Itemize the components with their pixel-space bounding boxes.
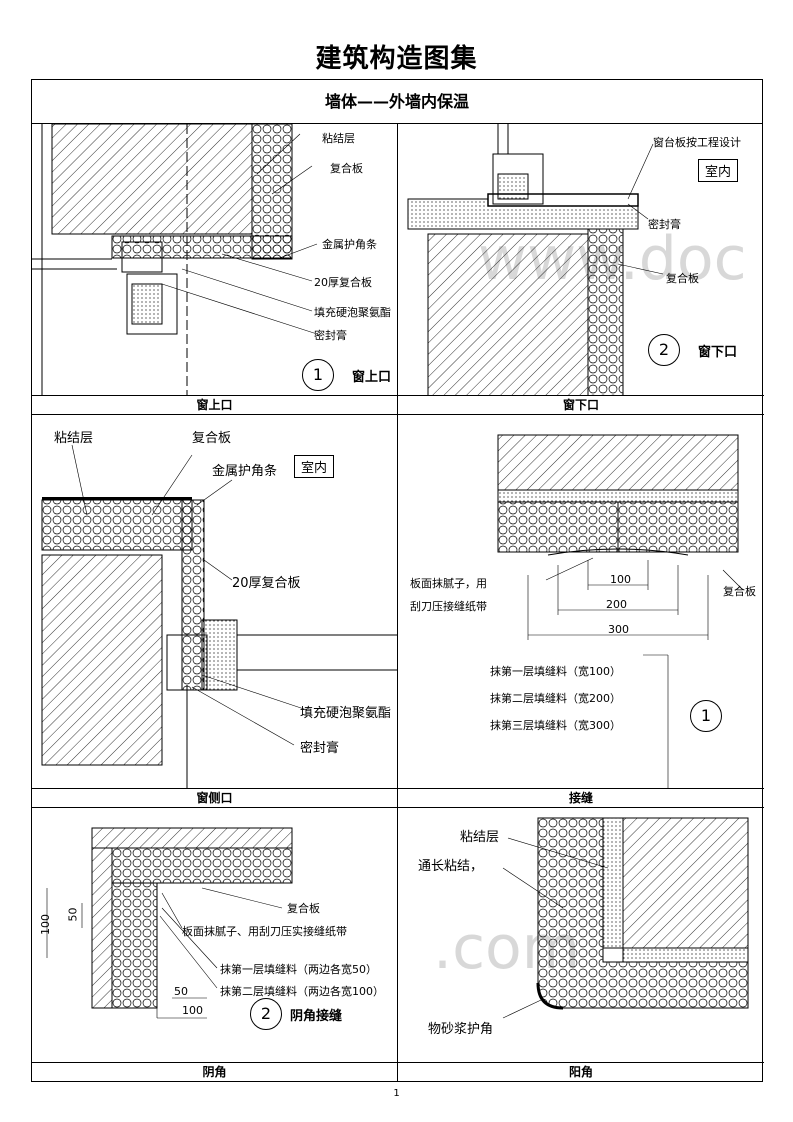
label-composite-board: 复合板 xyxy=(666,272,699,285)
label-putty-tape: 板面抹腻子、用刮刀压实接缝纸带 xyxy=(182,925,347,938)
dim-300: 300 xyxy=(608,623,629,636)
label-composite-board: 复合板 xyxy=(330,162,363,175)
label-bond-layer: 粘结层 xyxy=(54,431,94,446)
dim-50-vertical: 50 xyxy=(66,907,80,922)
label-metal-corner-strip: 金属护角条 xyxy=(322,238,377,251)
label-interior: 室内 xyxy=(294,455,335,478)
detail-number-circle: 1 xyxy=(690,700,722,732)
label-sill-board: 窗台板按工程设计 xyxy=(653,136,741,149)
detail-title: 窗下口 xyxy=(698,345,738,360)
label-sealant: 密封膏 xyxy=(314,329,347,342)
drawing-sheet: 墙体——外墙内保温 xyxy=(31,79,764,1082)
caption-outside-corner: 阳角 xyxy=(568,1065,593,1079)
window-head-drawing xyxy=(32,124,318,395)
dim-50-horizontal: 50 xyxy=(174,985,188,998)
dim-100-vertical: 100 xyxy=(39,914,52,935)
dim-100-horizontal: 100 xyxy=(182,1004,203,1017)
label-full-length-bond: 通长粘结， xyxy=(418,859,484,874)
page-title: 建筑构造图集 xyxy=(315,44,478,74)
label-metal-corner-strip: 金属护角条 xyxy=(212,464,278,479)
label-20mm-board: 20厚复合板 xyxy=(232,576,301,591)
detail-title: 阴角接缝 xyxy=(290,1009,343,1024)
inside-corner-drawing xyxy=(46,827,293,1019)
joint-drawing xyxy=(497,434,744,788)
panel-window-sill: www.doc 窗台板按工程设计 室内 密封膏 复合板 2 窗下口 xyxy=(398,124,764,396)
window-sill-drawing xyxy=(407,124,664,395)
label-20mm-board: 20厚复合板 xyxy=(314,276,372,289)
caption-window-sill: 窗下口 xyxy=(398,396,764,415)
dim-200: 200 xyxy=(606,598,627,611)
label-composite-board: 复合板 xyxy=(192,431,232,446)
caption-window-head: 窗上口 xyxy=(32,396,398,415)
label-composite-board: 复合板 xyxy=(723,585,756,598)
panel-joint: 板面抹腻子，用 刮刀压接缝纸带 复合板 100 200 300 抹第一层填缝料（… xyxy=(398,415,764,789)
caption-joint: 接缝 xyxy=(398,789,764,808)
page-number: 1 xyxy=(393,1088,400,1099)
label-sealant: 密封膏 xyxy=(300,741,340,756)
caption-inside-corner: 阴角 xyxy=(32,1063,398,1082)
window-jamb-drawing xyxy=(41,444,397,788)
detail-number-circle: 1 xyxy=(302,359,334,391)
label-second-layer: 抹第二层填缝料（两边各宽100） xyxy=(220,985,384,998)
label-pu-foam-fill: 填充硬泡聚氨酯 xyxy=(300,706,392,721)
label-sealant: 密封膏 xyxy=(648,218,681,231)
label-bond-layer: 粘结层 xyxy=(460,830,500,845)
panel-window-head: 粘结层 复合板 金属护角条 20厚复合板 填充硬泡聚氨酯 密封膏 1 窗上口 xyxy=(32,124,398,396)
label-bond-layer: 粘结层 xyxy=(322,132,355,145)
detail-title: 窗上口 xyxy=(352,370,392,385)
detail-number-circle: 2 xyxy=(250,998,282,1030)
label-third-layer: 抹第三层填缝料（宽300） xyxy=(490,719,621,732)
label-interior: 室内 xyxy=(698,159,739,182)
section-heading: 墙体——外墙内保温 xyxy=(32,80,762,124)
label-putty-note-1: 板面抹腻子，用 xyxy=(410,577,487,590)
label-putty-note-2: 刮刀压接缝纸带 xyxy=(410,600,487,613)
label-composite-board: 复合板 xyxy=(287,902,320,915)
detail-number-circle: 2 xyxy=(648,334,680,366)
panel-window-jamb: 粘结层 复合板 金属护角条 室内 20厚复合板 填充硬泡聚氨酯 密封膏 xyxy=(32,415,398,789)
panel-outside-corner: .com 粘结层 通长粘结， 物砂浆护角 xyxy=(398,808,764,1063)
caption-window-jamb: 窗侧口 xyxy=(32,789,398,808)
label-first-layer: 抹第一层填缝料（两边各宽50） xyxy=(220,963,377,976)
label-first-layer: 抹第一层填缝料（宽100） xyxy=(490,665,621,678)
label-pu-foam-fill: 填充硬泡聚氨酯 xyxy=(314,306,391,319)
dim-100: 100 xyxy=(610,573,631,586)
panel-inside-corner: 复合板 板面抹腻子、用刮刀压实接缝纸带 抹第一层填缝料（两边各宽50） 抹第二层… xyxy=(32,808,398,1063)
label-second-layer: 抹第二层填缝料（宽200） xyxy=(490,692,621,705)
label-mortar-corner-guard: 物砂浆护角 xyxy=(428,1022,494,1037)
outside-corner-drawing xyxy=(502,817,749,1019)
